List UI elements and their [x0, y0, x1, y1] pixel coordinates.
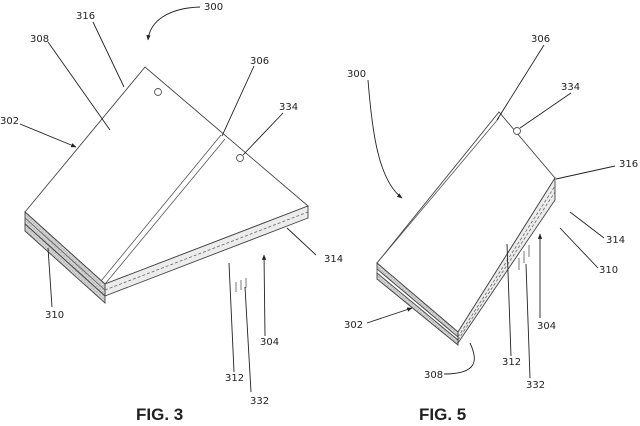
fig5-leader-332	[525, 263, 531, 379]
fig5-label-308: 308	[424, 370, 443, 381]
fig3-leader-316	[92, 21, 125, 88]
fig5-label-302: 302	[344, 320, 363, 331]
fig3-leader-306	[221, 65, 255, 137]
fig3-leader-314	[286, 227, 317, 256]
fig3-label-300: 300	[204, 2, 223, 13]
fig5-label-310: 310	[599, 265, 618, 276]
fig3-label-304: 304	[260, 337, 279, 348]
fig3-label-312: 312	[225, 373, 244, 384]
fig3-stack-line	[24, 217, 106, 291]
fig5-leader-302	[366, 307, 413, 324]
fig5-leader-308	[443, 342, 475, 375]
fig5-label-312: 312	[502, 357, 521, 368]
fig3-label-306: 306	[250, 56, 269, 67]
fig3-leader-310	[47, 247, 53, 308]
fig5-fold-line	[376, 117, 500, 264]
fig5-drawing: 306 300 334 316 314 310 302 304 312 308 …	[344, 34, 638, 424]
fig3-label-308: 308	[30, 34, 49, 45]
fig5-right-layer-line-2	[457, 191, 556, 341]
fig3-leader-334	[242, 112, 284, 156]
fig5-label-332: 332	[526, 380, 545, 391]
fig3-drawing: 300 316 308 306 302 334 314 310 304 312 …	[0, 2, 343, 424]
fig5-leader-314	[569, 211, 605, 239]
fig3-label-334: 334	[279, 102, 298, 113]
fig5-leader-306	[496, 44, 545, 121]
fig3-hole	[154, 88, 162, 96]
fig5-label-314: 314	[606, 235, 625, 246]
fig3-leader-304	[261, 254, 267, 337]
fig3-leader-332	[244, 286, 252, 393]
fig3-hole-2	[236, 154, 244, 162]
fig5-hole	[513, 127, 521, 135]
fig5-label-300: 300	[347, 69, 366, 80]
fig3-leader-302	[19, 123, 77, 148]
fig5-caption: FIG. 5	[419, 405, 466, 424]
fig3-leader-300	[146, 6, 201, 41]
fig3-label-310: 310	[45, 310, 64, 321]
fig3-leader-308	[47, 41, 111, 131]
fig5-leader-312	[506, 243, 512, 357]
fig5-label-316: 316	[619, 159, 638, 170]
fig3-label-302: 302	[0, 116, 19, 127]
fig5-leader-316	[555, 165, 616, 180]
fig3-caption: FIG. 3	[136, 405, 183, 424]
fig5-leader-300	[367, 79, 403, 199]
fig5-leader-310	[559, 227, 599, 269]
fig3-label-316: 316	[76, 11, 95, 22]
fig3-layer-stack	[24, 222, 106, 305]
fig5-label-306: 306	[531, 34, 550, 45]
fig3-label-314: 314	[324, 254, 343, 265]
fig5-label-334: 334	[561, 82, 580, 93]
fig5-leader-334	[519, 92, 572, 129]
fig3-fold-line	[104, 138, 226, 285]
fig3-label-332: 332	[250, 396, 269, 407]
fig3-leader-312	[228, 262, 235, 373]
fig5-label-304: 304	[537, 321, 556, 332]
fig3-right-edge-line	[104, 211, 309, 291]
fig3-fold-line-2	[100, 134, 222, 282]
